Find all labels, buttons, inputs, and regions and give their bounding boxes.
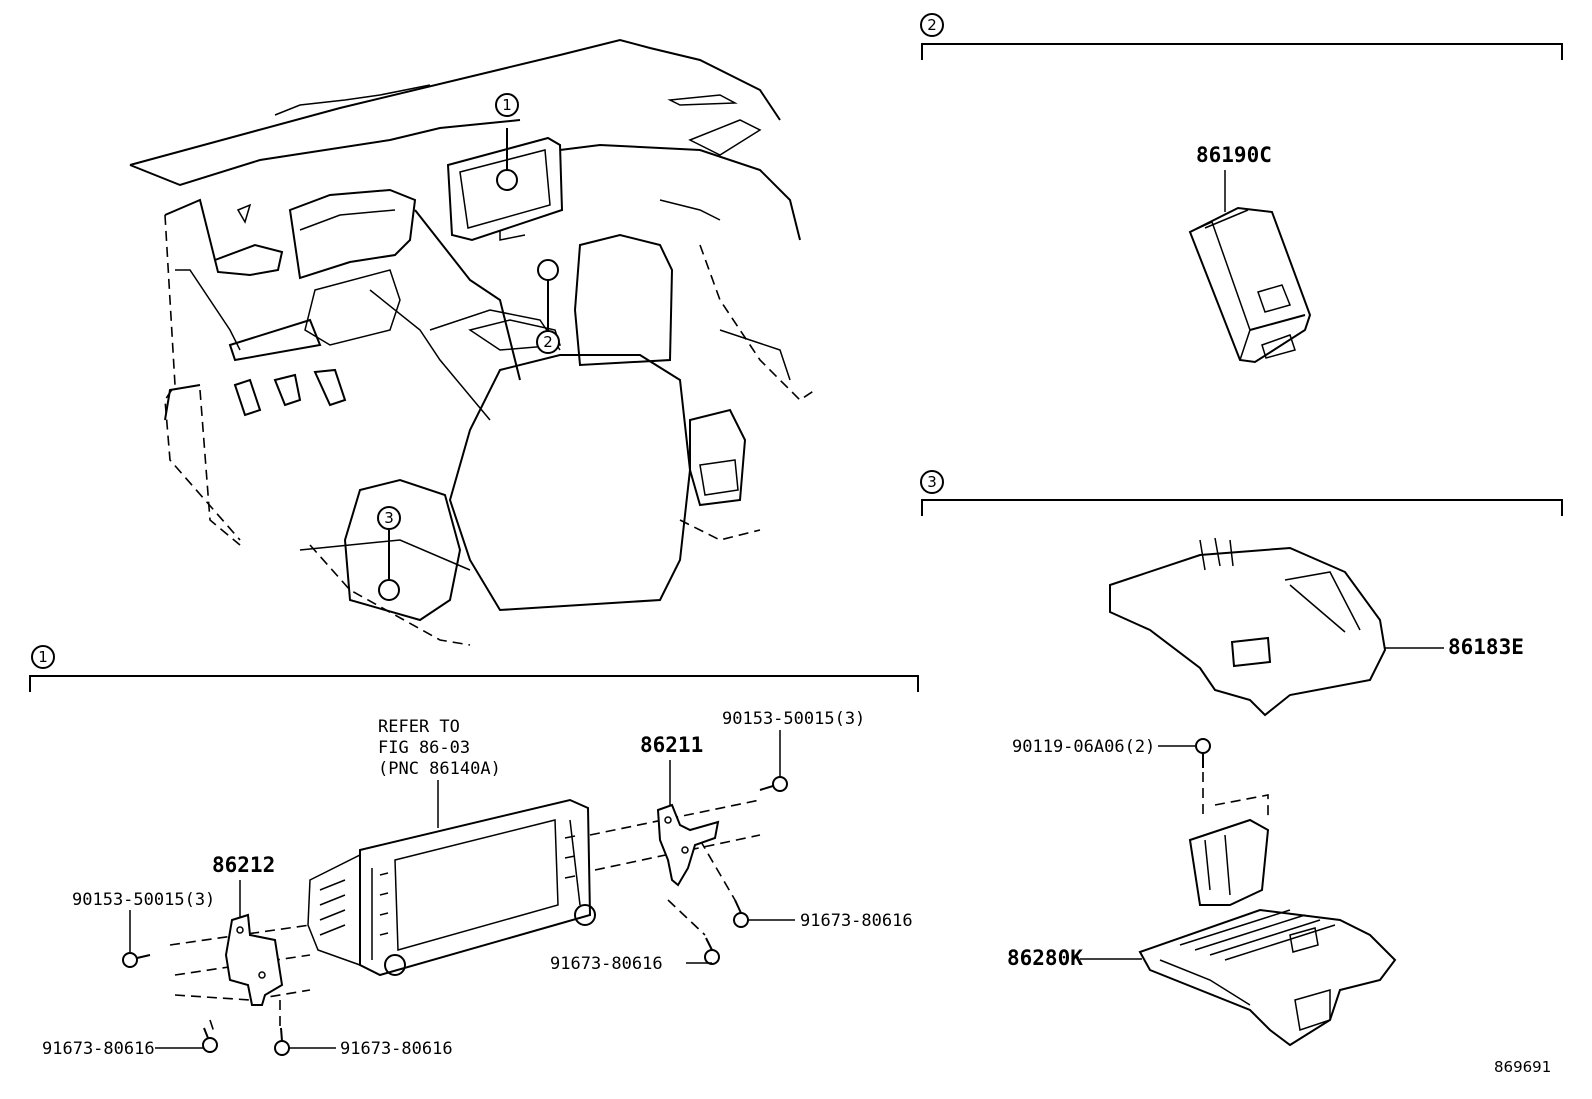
refer-to-line-1: REFER TO xyxy=(378,717,460,737)
part-90153-50015-left-label: 90153-50015(3) xyxy=(72,890,215,910)
callout-3-label: 3 xyxy=(384,509,394,527)
part-90119-06A06-label: 90119-06A06(2) xyxy=(1012,737,1155,757)
section-1-marker: 1 xyxy=(38,648,48,666)
part-91673-80616-right-label: 91673-80616 xyxy=(800,911,913,931)
part-91673-80616-middle-label: 91673-80616 xyxy=(550,954,663,974)
callout-1-label: 1 xyxy=(502,96,512,114)
part-86183E-label: 86183E xyxy=(1448,635,1524,659)
part-86190C-label: 86190C xyxy=(1196,143,1272,167)
part-91673-80616-bottom-center-label: 91673-80616 xyxy=(340,1039,453,1059)
section-1-display-mount: 1 REFER TO FIG 86-03 (PNC 86140A) 86211 xyxy=(29,645,919,1059)
dashboard-overview-illustration: 1 2 3 xyxy=(129,38,816,646)
part-91673-80616-bottom-left-label: 91673-80616 xyxy=(42,1039,155,1059)
section-3-marker: 3 xyxy=(927,473,937,491)
refer-to-line-3: (PNC 86140A) xyxy=(378,759,501,779)
section-2-marker: 2 xyxy=(927,16,937,34)
part-86211-label: 86211 xyxy=(640,733,703,757)
diagram-id: 869691 xyxy=(1494,1058,1551,1076)
refer-to-line-2: FIG 86-03 xyxy=(378,738,470,758)
part-86280K-label: 86280K xyxy=(1007,946,1083,970)
section-2-usb-adapter: 2 86190C xyxy=(920,13,1563,364)
section-3-amplifier: 3 86183E 90119-06A06(2) 86280K xyxy=(920,470,1563,1047)
part-90153-50015-right-label: 90153-50015(3) xyxy=(722,709,865,729)
part-86212-label: 86212 xyxy=(212,853,275,877)
callout-2-label: 2 xyxy=(543,333,553,351)
